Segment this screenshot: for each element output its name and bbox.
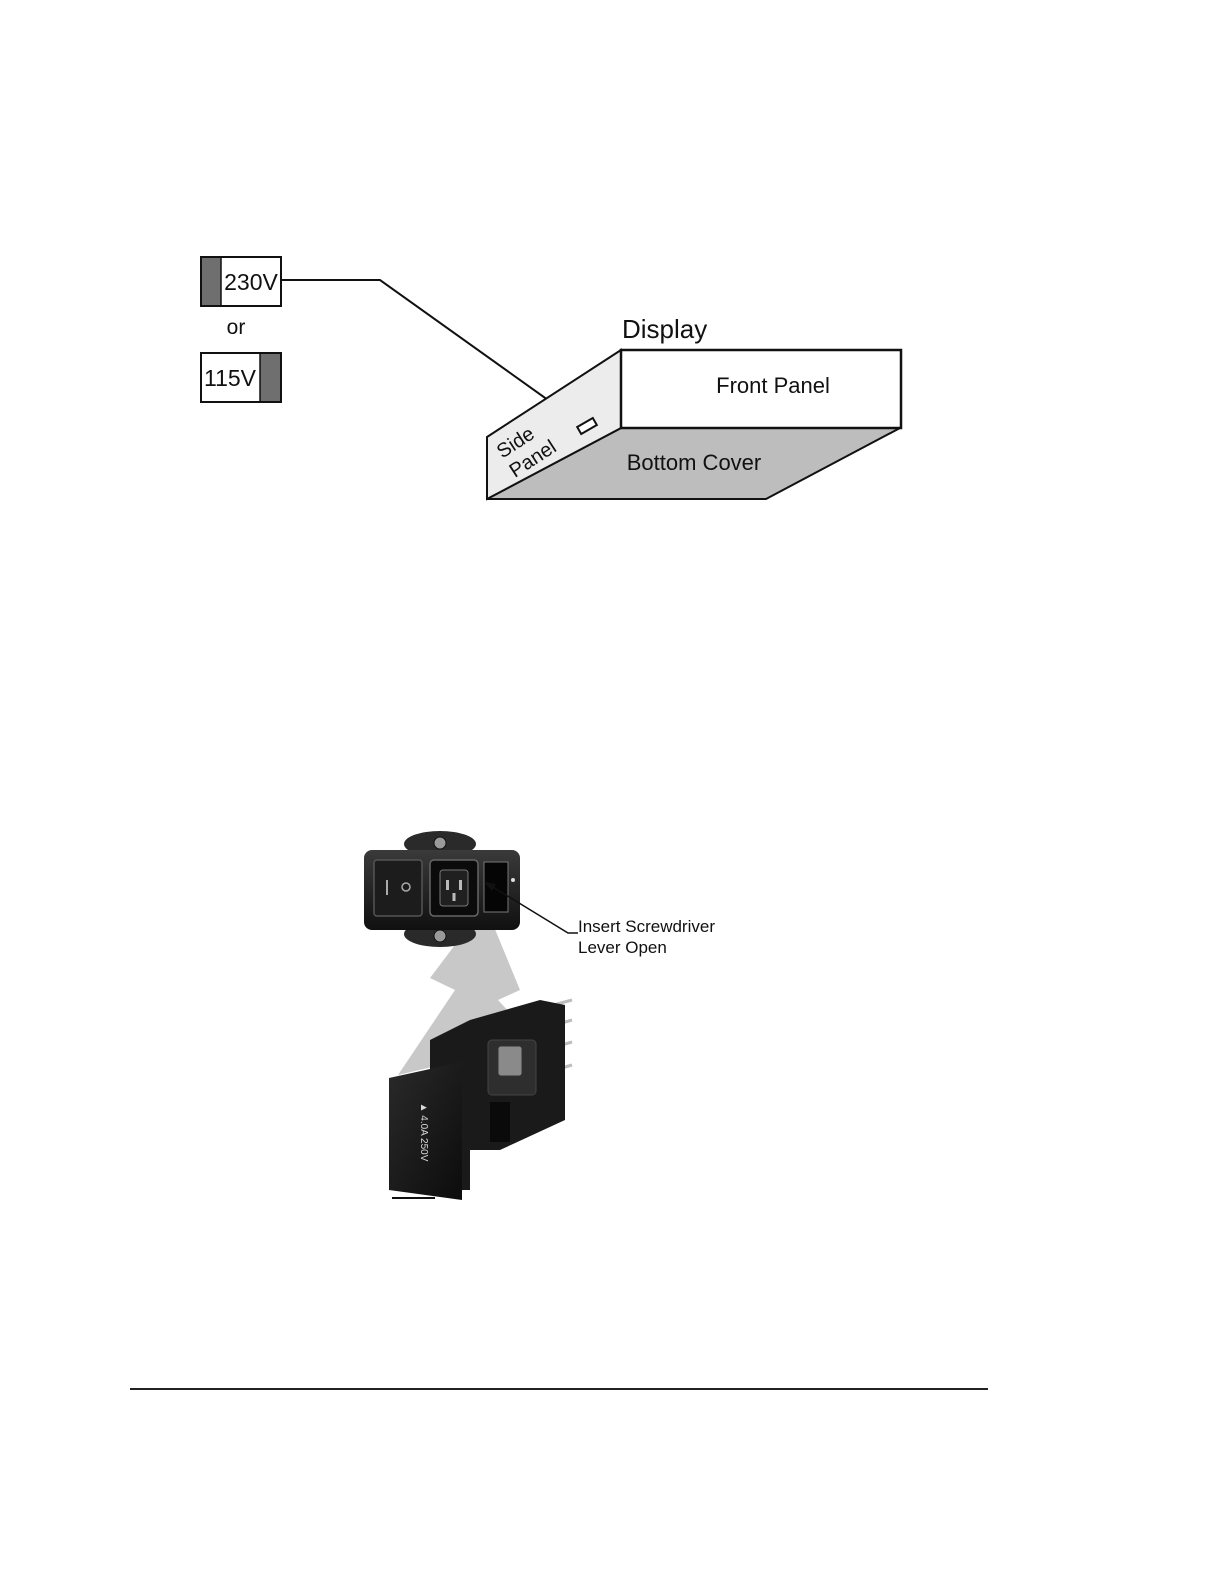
callout-line2: Lever Open xyxy=(578,938,667,957)
callout-line1: Insert Screwdriver xyxy=(578,917,715,936)
power-rocker-switch xyxy=(374,860,422,916)
fuse-drawer: ▲ 4.0A 250V xyxy=(389,1000,572,1200)
drawer-rating-label: ▲ 4.0A 250V xyxy=(418,1103,429,1162)
fuse-drawer-slot xyxy=(484,862,508,912)
fuse-cartridge xyxy=(498,1046,522,1076)
footer-rule xyxy=(130,1388,988,1390)
